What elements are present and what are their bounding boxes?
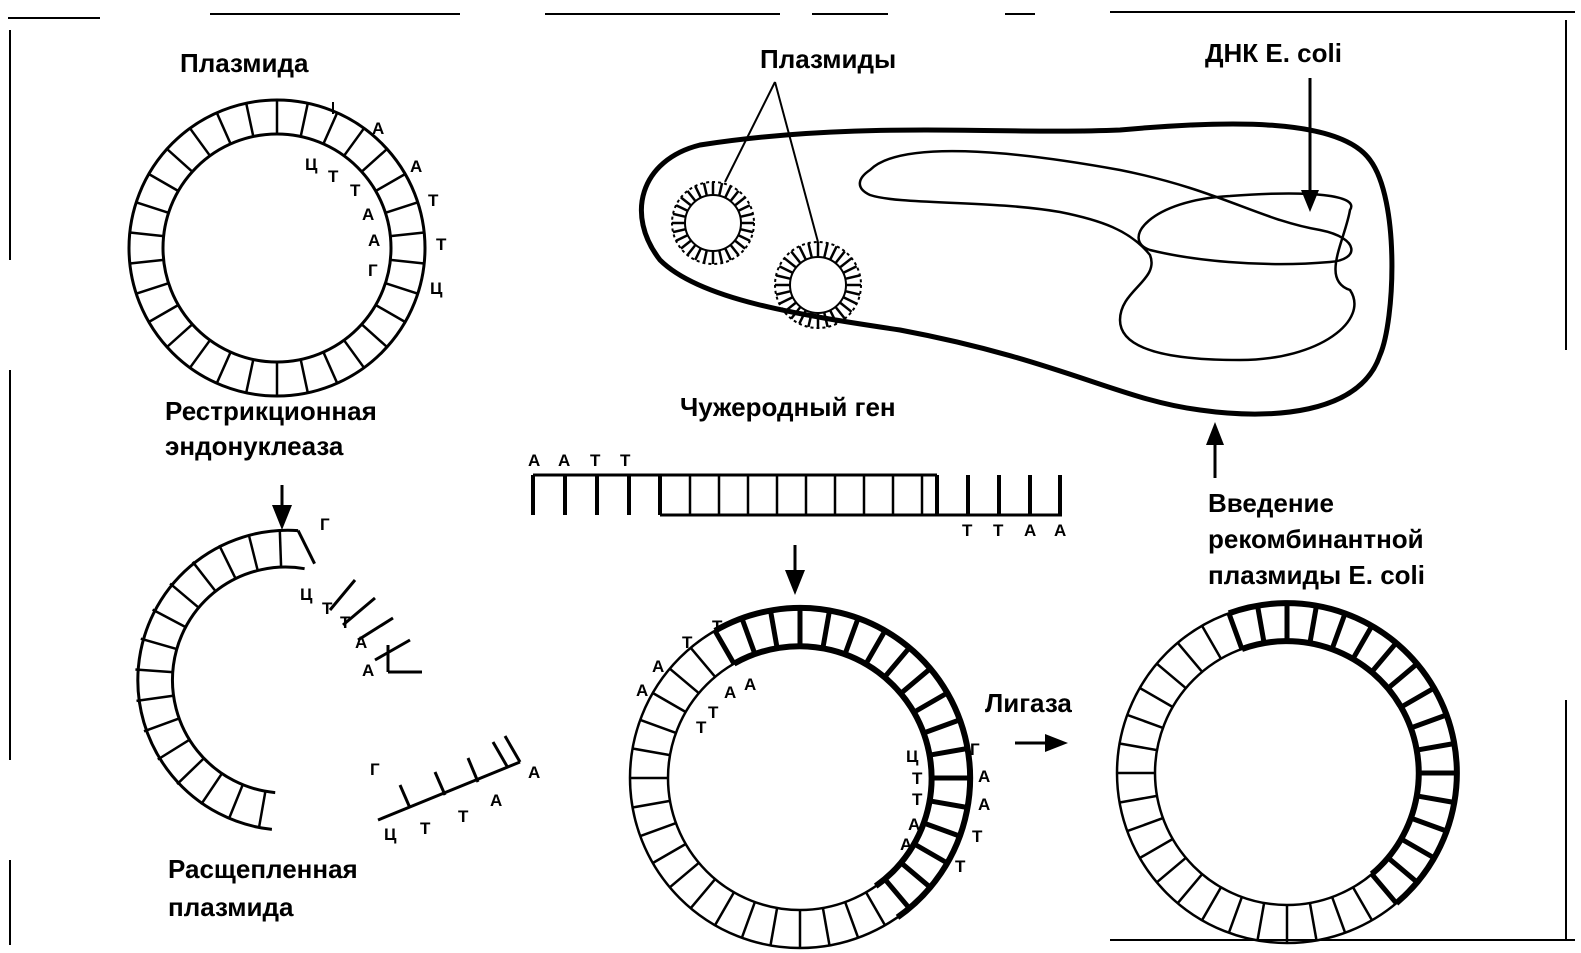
svg-text:Т: Т <box>962 521 973 540</box>
svg-text:А: А <box>978 767 990 786</box>
svg-text:Ц: Ц <box>906 747 919 766</box>
svg-text:Г: Г <box>320 515 330 534</box>
svg-text:Т: Т <box>436 235 447 254</box>
ecoli-dna-arrow <box>1301 78 1319 212</box>
svg-text:А: А <box>744 675 756 694</box>
svg-text:Т: Т <box>328 167 339 186</box>
plasmids-label: Плазмиды <box>760 44 896 74</box>
svg-text:Т: Т <box>682 633 693 652</box>
ecoli-chromosome <box>860 151 1355 360</box>
svg-text:Т: Т <box>955 857 966 876</box>
svg-text:Г: Г <box>368 261 378 280</box>
svg-text:Т: Т <box>993 521 1004 540</box>
svg-text:Ц: Ц <box>300 585 313 604</box>
plasmids-pointer-lines <box>725 82 818 242</box>
cleaved-label-line1: Расщепленная <box>168 854 358 884</box>
down-arrow-left <box>272 485 292 530</box>
plasmid-inner-sequence: Ц Т Т А А Г <box>305 155 380 280</box>
recombinant-right-sequence: Ц Т Т А А Г А А Т Т <box>900 740 990 876</box>
svg-text:Ц: Ц <box>305 155 318 174</box>
down-arrow-middle <box>785 545 805 595</box>
svg-text:Г: Г <box>970 740 980 759</box>
svg-text:А: А <box>558 451 570 470</box>
svg-text:Т: Т <box>420 819 431 838</box>
ligase-label: Лигаза <box>985 688 1072 718</box>
final-plasmid <box>1117 603 1457 943</box>
svg-text:А: А <box>368 231 380 250</box>
gene-right-overhang: Т Т А А <box>962 521 1066 540</box>
introduction-arrow <box>1206 422 1224 478</box>
svg-text:А: А <box>410 157 422 176</box>
svg-text:А: А <box>908 815 920 834</box>
svg-text:А: А <box>978 795 990 814</box>
svg-text:Т: Т <box>912 769 923 788</box>
cleaved-label-line2: плазмида <box>168 892 294 922</box>
small-plasmid-1 <box>672 182 754 264</box>
ecoli-dna-label: ДНК E. coli <box>1205 38 1342 68</box>
svg-text:А: А <box>1024 521 1036 540</box>
svg-text:Т: Т <box>322 599 333 618</box>
svg-text:Т: Т <box>350 181 361 200</box>
svg-text:Ц: Ц <box>430 279 443 298</box>
svg-text:А: А <box>362 205 374 224</box>
gene-left-overhang: А А Т Т <box>528 451 631 470</box>
svg-text:Т: Т <box>712 617 723 636</box>
svg-text:Т: Т <box>708 703 719 722</box>
foreign-gene <box>533 475 1062 515</box>
svg-text:А: А <box>528 763 540 782</box>
svg-text:А: А <box>1054 521 1066 540</box>
svg-text:Г: Г <box>370 760 380 779</box>
foreign-gene-label: Чужеродный ген <box>680 392 896 422</box>
svg-text:А: А <box>362 661 374 680</box>
plasmid-label: Плазмида <box>180 48 309 78</box>
plasmid-ring <box>129 100 425 396</box>
svg-text:А: А <box>652 657 664 676</box>
svg-text:А: А <box>636 681 648 700</box>
ecoli-cell <box>641 124 1392 414</box>
svg-text:А: А <box>900 835 912 854</box>
svg-text:А: А <box>724 683 736 702</box>
frame-border <box>8 12 1575 945</box>
ligase-arrow <box>1015 734 1068 752</box>
cleaved-bottom-sequence: Г Ц Т Т А А <box>370 760 540 844</box>
introduction-label-line2: рекомбинантной <box>1208 524 1424 554</box>
small-plasmid-2 <box>775 242 861 328</box>
cleaved-plasmid <box>135 530 520 829</box>
introduction-label-line1: Введение <box>1208 488 1334 518</box>
svg-text:А: А <box>355 633 367 652</box>
svg-text:Т: Т <box>590 451 601 470</box>
svg-text:Т: Т <box>696 718 707 737</box>
svg-text:Т: Т <box>340 613 351 632</box>
svg-text:Т: Т <box>428 191 439 210</box>
svg-text:Т: Т <box>912 790 923 809</box>
svg-text:А: А <box>490 791 502 810</box>
restriction-label-line2: эндонуклеаза <box>165 431 344 461</box>
introduction-label-line3: плазмиды E. coli <box>1208 560 1425 590</box>
svg-text:Т: Т <box>458 807 469 826</box>
recombinant-left-sequence: А А Т Т Т Т А А <box>636 617 756 737</box>
svg-text:А: А <box>372 119 384 138</box>
svg-text:Т: Т <box>972 827 983 846</box>
svg-text:Ц: Ц <box>384 825 397 844</box>
cleaved-top-sequence: Г Ц Т Т А А <box>300 515 374 680</box>
restriction-label-line1: Рестрикционная <box>165 396 377 426</box>
svg-text:Т: Т <box>620 451 631 470</box>
svg-text:А: А <box>528 451 540 470</box>
